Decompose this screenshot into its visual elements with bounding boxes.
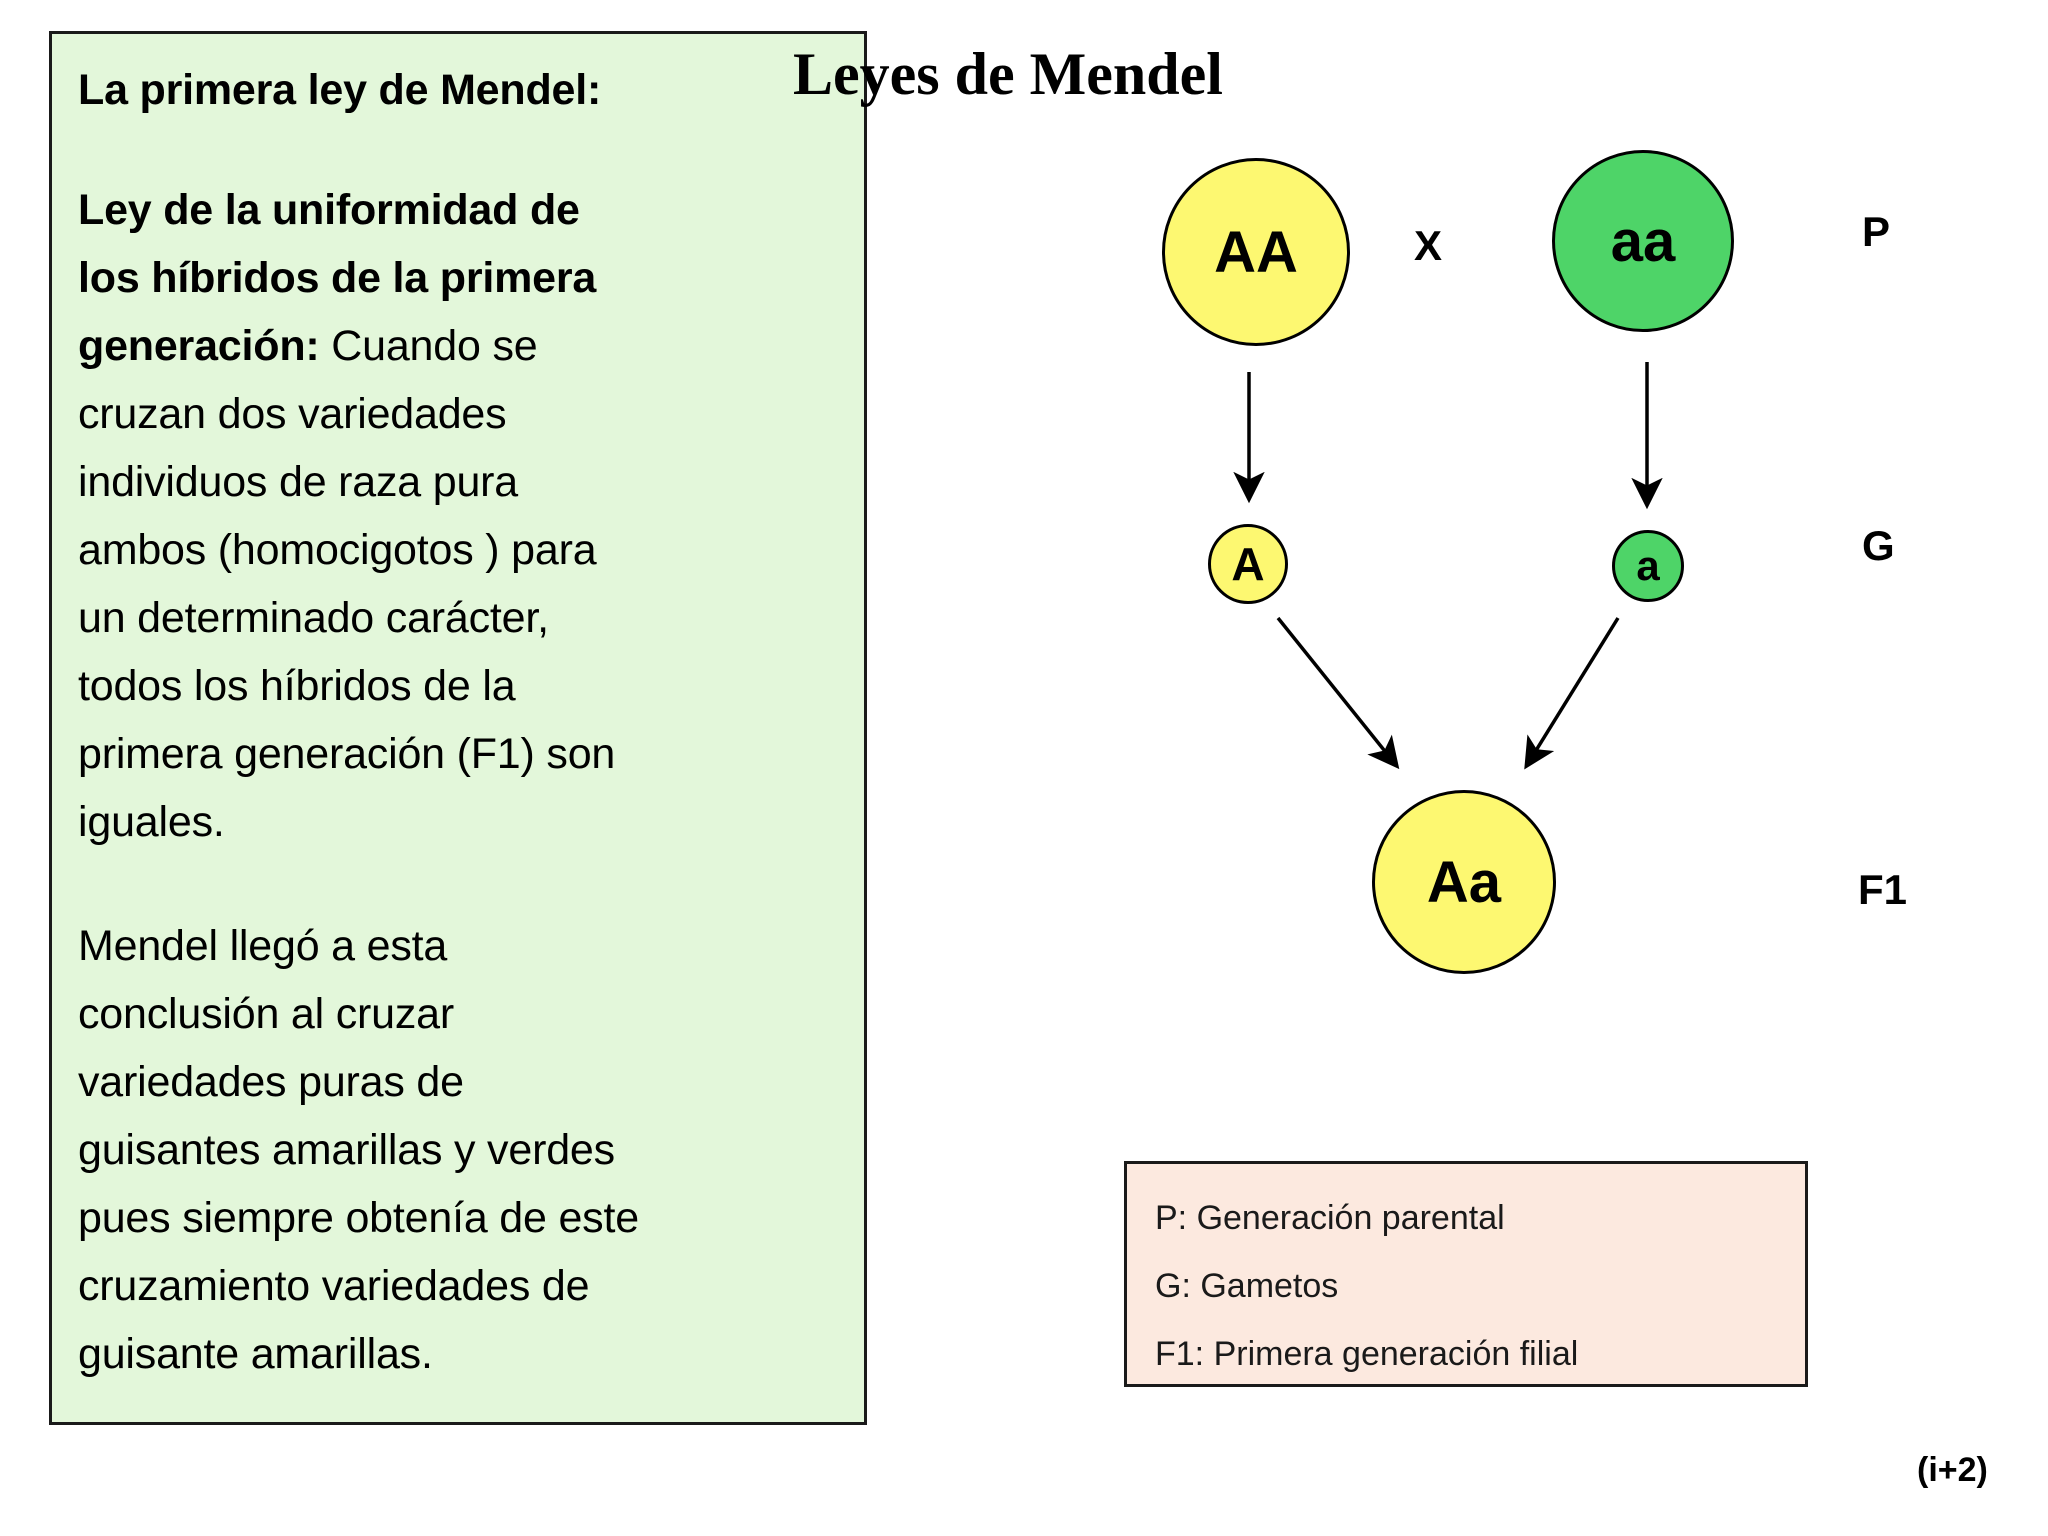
law-body-line-2: cruzan dos variedades: [78, 390, 507, 438]
law-body-line-6: todos los híbridos de la: [78, 662, 516, 710]
cross-symbol: X: [1414, 222, 1443, 269]
law-body-line-7: primera generación (F1) son: [78, 730, 616, 778]
arrow-gamete-left-to-offspring: [1276, 616, 1400, 770]
law-paragraph2-line-3: variedades puras de: [78, 1058, 464, 1106]
mendel-first-law-panel: La primera ley de Mendel: Ley de la unif…: [49, 31, 867, 1425]
law-paragraph2-line-7: guisante amarillas.: [78, 1330, 433, 1378]
law-spacer-2: [78, 856, 850, 912]
law-heading: La primera ley de Mendel:: [78, 66, 602, 114]
law-body-line-3: individuos de raza pura: [78, 458, 519, 506]
law-paragraph2-line-4: guisantes amarillas y verdes: [78, 1126, 615, 1174]
generation-label-g: G: [1862, 522, 1895, 569]
law-paragraph2-line-2: conclusión al cruzar: [78, 990, 455, 1038]
law-panel-text: La primera ley de Mendel: Ley de la unif…: [78, 56, 850, 1388]
gamete-a: a: [1612, 530, 1684, 602]
generation-label-f1: F1: [1858, 866, 1908, 913]
legend-item-g: G: Gametos: [1155, 1267, 1339, 1305]
law-paragraph2-line-6: cruzamiento variedades de: [78, 1262, 590, 1310]
law-body-line-8: iguales.: [78, 798, 225, 846]
law-paragraph2-line-5: pues siempre obtenía de este: [78, 1194, 639, 1242]
gamete-A: A: [1208, 524, 1288, 604]
offspring-genotype-Aa: Aa: [1372, 790, 1556, 974]
law-body-line-5: un determinado carácter,: [78, 594, 549, 642]
footer-tag: (i+2): [1917, 1451, 1988, 1489]
law-subheading-line-1: Ley de la uniformidad de: [78, 186, 580, 234]
law-spacer-1: [78, 124, 850, 176]
legend-item-f1: F1: Primera generación filial: [1155, 1335, 1579, 1373]
legend-box: P: Generación parental G: Gametos F1: Pr…: [1124, 1161, 1808, 1387]
page-title: Leyes de Mendel: [793, 41, 1223, 107]
law-subheading-line-3: generación:: [78, 322, 320, 370]
generation-label-p: P: [1862, 208, 1891, 255]
parent-genotype-aa: aa: [1552, 150, 1734, 332]
law-body-line-1: generación: Cuando se: [78, 322, 538, 370]
law-paragraph2-line-1: Mendel llegó a esta: [78, 922, 448, 970]
law-subheading-line-2: los híbridos de la primera: [78, 254, 597, 302]
legend-text: P: Generación parental G: Gametos F1: Pr…: [1155, 1184, 1578, 1388]
legend-item-p: P: Generación parental: [1155, 1199, 1505, 1237]
arrow-gamete-right-to-offspring: [1524, 617, 1620, 770]
parent-genotype-AA: AA: [1162, 158, 1350, 346]
law-body-line-4: ambos (homocigotos ) para: [78, 526, 597, 574]
